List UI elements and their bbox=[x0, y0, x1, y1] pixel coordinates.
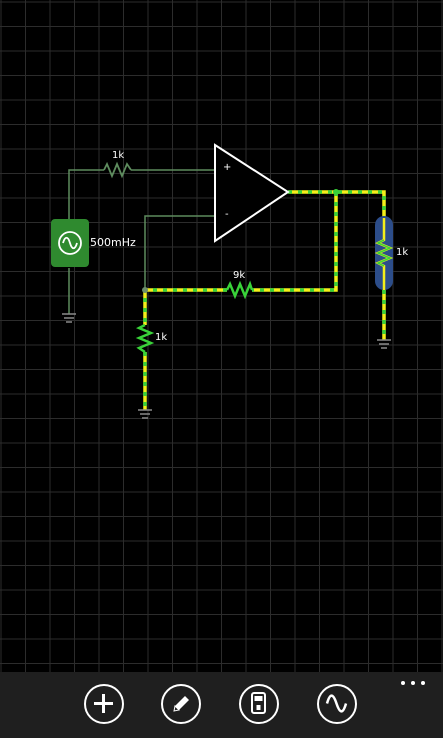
feedback-resistor[interactable] bbox=[225, 280, 254, 300]
op-amp[interactable] bbox=[214, 143, 290, 243]
multimeter-button[interactable] bbox=[239, 684, 279, 724]
input-resistor[interactable] bbox=[103, 161, 132, 179]
oscilloscope-button[interactable] bbox=[317, 684, 357, 724]
wires bbox=[68, 169, 215, 314]
input-resistor-label: 1k bbox=[112, 150, 125, 161]
multimeter-icon bbox=[251, 692, 266, 714]
active-wires bbox=[143, 190, 386, 410]
plus-icon bbox=[94, 694, 113, 713]
feedback-resistor-label: 9k bbox=[233, 270, 246, 281]
grid bbox=[0, 0, 443, 672]
load-resistor[interactable] bbox=[374, 216, 394, 290]
ground-symbol bbox=[138, 409, 152, 419]
source-frequency-label: 500mHz bbox=[90, 236, 136, 249]
pencil-icon bbox=[173, 696, 189, 712]
load-resistor-label: 1k bbox=[396, 247, 409, 258]
add-component-button[interactable] bbox=[84, 684, 124, 724]
circuit-schematic bbox=[0, 0, 443, 672]
ground-symbol bbox=[377, 339, 391, 349]
ground-symbol bbox=[62, 313, 76, 323]
ground-resistor[interactable] bbox=[135, 323, 155, 354]
junction-dot bbox=[333, 189, 339, 195]
opamp-plus-label: + bbox=[223, 162, 232, 173]
edit-button[interactable] bbox=[161, 684, 201, 724]
circuit-canvas[interactable]: 1k 500mHz + - 9k 1k 1k bbox=[0, 0, 443, 672]
opamp-minus-label: - bbox=[225, 209, 229, 220]
junction-dot bbox=[142, 287, 148, 293]
app-bar bbox=[0, 672, 443, 738]
ground-resistor-label: 1k bbox=[155, 332, 168, 343]
ellipsis-icon[interactable] bbox=[399, 676, 429, 690]
sine-wave-icon bbox=[325, 694, 348, 713]
ac-source[interactable] bbox=[51, 219, 89, 267]
